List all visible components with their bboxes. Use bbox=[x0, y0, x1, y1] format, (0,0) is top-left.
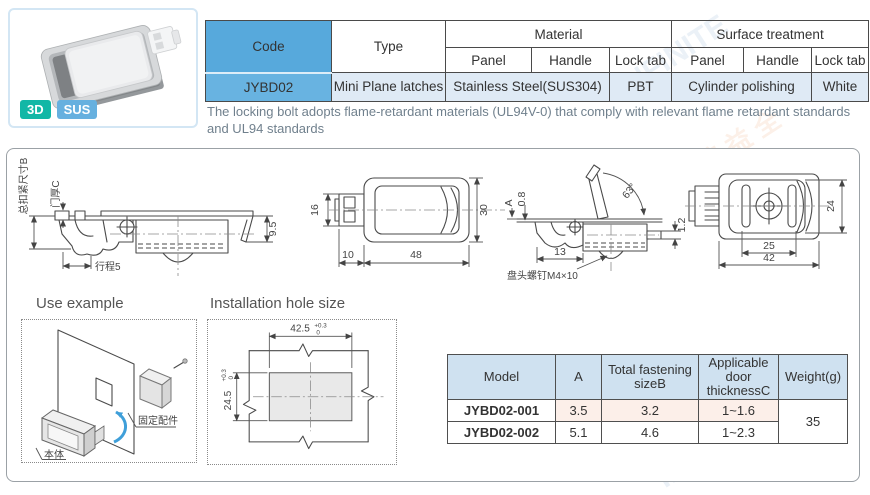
spec-subheader-surface-locktab: Lock tab bbox=[811, 47, 870, 73]
model-header-model: Model bbox=[447, 354, 556, 400]
back-view-drawing: 24 25 42 bbox=[685, 173, 847, 269]
dim-label-9-5: 9.5 bbox=[267, 222, 279, 237]
spec-value-code: JYBD02 bbox=[205, 71, 332, 102]
badge-sus[interactable]: SUS bbox=[56, 100, 98, 119]
side-view-drawing: 总扣紧尺寸B 门厚C 行程5 9.5 bbox=[17, 157, 279, 276]
dim-label-30: 30 bbox=[478, 204, 490, 216]
side-view-dimensions: 总扣紧尺寸B 门厚C 行程5 9.5 bbox=[17, 157, 279, 273]
spec-table: Code Type Material Surface treatment Pan… bbox=[205, 20, 870, 102]
value-b-001: 3.2 bbox=[601, 399, 699, 422]
front-view-drawing: 16 30 10 48 bbox=[309, 177, 505, 267]
dim-label-pan-head-screw: 盘头螺钉M4×10 bbox=[507, 269, 578, 282]
table-row: JYBD02-001 3.5 3.2 1~1.6 35 bbox=[447, 399, 848, 444]
open-handle-outline bbox=[516, 164, 663, 271]
dim-label-16: 16 bbox=[309, 204, 321, 216]
value-a-001: 3.5 bbox=[555, 399, 602, 422]
installation-hole-title: Installation hole size bbox=[210, 295, 346, 312]
dim-label-48: 48 bbox=[410, 249, 422, 261]
spec-table-wrap: Code Type Material Surface treatment Pan… bbox=[205, 20, 870, 102]
badge-3d[interactable]: 3D bbox=[20, 100, 51, 119]
dim-label-stroke-5: 行程5 bbox=[95, 260, 121, 273]
back-view-outline bbox=[685, 173, 833, 240]
spec-header-surface: Surface treatment bbox=[671, 20, 870, 48]
dim-tol-24-5-bottom: 0 bbox=[228, 375, 235, 379]
installation-dimensions: 42.5 +0.3 0 24.5 +0.3 0 bbox=[221, 323, 353, 422]
technical-drawing-board: 总扣紧尺寸B 门厚C 行程5 9.5 bbox=[6, 148, 860, 482]
spec-header-code: Code bbox=[205, 20, 332, 73]
use-example-title: Use example bbox=[36, 295, 124, 312]
product-photo-card: 3D SUS bbox=[8, 8, 198, 128]
use-example-body-part bbox=[40, 409, 105, 457]
side-view-outline bbox=[54, 210, 257, 276]
spec-subheader-surface-handle: Handle bbox=[743, 47, 813, 73]
dim-label-a: A bbox=[503, 199, 515, 206]
badge-row: 3D SUS bbox=[20, 100, 98, 119]
value-b-002: 4.6 bbox=[601, 421, 699, 444]
value-a-002: 5.1 bbox=[555, 421, 602, 444]
use-example-labels: 固定配件 本体 bbox=[35, 412, 178, 461]
dim-label-1-2: 1.2 bbox=[676, 218, 688, 233]
dim-label-24: 24 bbox=[825, 200, 837, 212]
spec-header-material: Material bbox=[444, 20, 673, 48]
dim-tol-24-5-top: +0.3 bbox=[221, 369, 228, 382]
model-header-door-thickness: Applicable door thicknessC bbox=[698, 354, 779, 400]
model-cell-jybd02-002[interactable]: JYBD02-002 bbox=[447, 421, 556, 444]
installation-panel-outline bbox=[242, 343, 384, 450]
spec-subheader-material-locktab: Lock tab bbox=[608, 47, 673, 73]
use-example-fixing-part bbox=[139, 358, 188, 410]
model-cell-jybd02-001[interactable]: JYBD02-001 bbox=[447, 399, 556, 422]
open-handle-view-drawing: 63° A 0.8 1.2 13 盘头螺钉M4×10 bbox=[503, 164, 688, 282]
value-weight: 35 bbox=[778, 399, 848, 444]
body-part-label: 本体 bbox=[44, 448, 64, 460]
installation-direction-arrow bbox=[113, 410, 127, 444]
spec-value-material-locktab: PBT bbox=[608, 72, 673, 102]
dim-label-63deg: 63° bbox=[620, 181, 639, 201]
spec-value-material-panel-handle: Stainless Steel(SUS304) bbox=[445, 72, 610, 102]
model-table: Model A Total fastening sizeB Applicable… bbox=[447, 354, 848, 444]
flame-retardant-description: The locking bolt adopts flame-retardant … bbox=[207, 104, 851, 136]
dim-label-total-fastening-b: 总扣紧尺寸B bbox=[17, 157, 30, 214]
spec-value-type: Mini Plane latches bbox=[331, 72, 446, 102]
front-view-outline bbox=[329, 177, 505, 243]
value-c-002: 1~2.3 bbox=[698, 421, 779, 444]
open-handle-dimensions: 63° A 0.8 1.2 13 盘头螺钉M4×10 bbox=[503, 181, 688, 282]
dim-label-42: 42 bbox=[763, 252, 775, 264]
dim-label-0-8: 0.8 bbox=[516, 192, 528, 207]
installation-hole-box: 42.5 +0.3 0 24.5 +0.3 0 bbox=[207, 319, 397, 465]
model-header-total-fastening: Total fastening sizeB bbox=[601, 354, 699, 400]
spec-value-surface-panel-handle: Cylinder polishing bbox=[671, 72, 813, 102]
spec-value-surface-locktab: White bbox=[811, 72, 870, 102]
dim-label-13: 13 bbox=[554, 246, 566, 258]
model-header-weight: Weight(g) bbox=[778, 354, 848, 400]
dim-label-10: 10 bbox=[342, 249, 354, 261]
value-c-001: 1~1.6 bbox=[698, 399, 779, 422]
spec-subheader-surface-panel: Panel bbox=[671, 47, 745, 73]
use-example-illustration: 固定配件 本体 bbox=[35, 329, 188, 461]
dim-label-door-thickness-c: 门厚C bbox=[49, 180, 62, 207]
spec-header-type: Type bbox=[331, 20, 446, 73]
front-view-dimensions: 16 30 10 48 bbox=[309, 177, 490, 267]
back-view-dimensions: 24 25 42 bbox=[718, 179, 847, 269]
dim-tol-42-5-bottom: 0 bbox=[316, 329, 320, 336]
dim-label-24-5: 24.5 bbox=[223, 390, 234, 410]
dim-label-25: 25 bbox=[763, 240, 775, 252]
spec-subheader-material-handle: Handle bbox=[531, 47, 610, 73]
spec-subheader-material-panel: Panel bbox=[445, 47, 532, 73]
fixing-part-label: 固定配件 bbox=[138, 414, 178, 427]
model-table-wrap: Model A Total fastening sizeB Applicable… bbox=[447, 354, 848, 444]
installation-hole-drawing: 42.5 +0.3 0 24.5 +0.3 0 bbox=[221, 323, 384, 450]
dim-label-42-5: 42.5 bbox=[290, 324, 310, 335]
product-photo-latch bbox=[40, 25, 182, 110]
use-example-box: 固定配件 本体 bbox=[21, 319, 197, 463]
dim-tol-42-5-top: +0.3 bbox=[314, 323, 327, 330]
table-row: JYBD02-002 5.1 4.6 1~2.3 bbox=[447, 421, 848, 444]
model-header-a: A bbox=[555, 354, 602, 400]
